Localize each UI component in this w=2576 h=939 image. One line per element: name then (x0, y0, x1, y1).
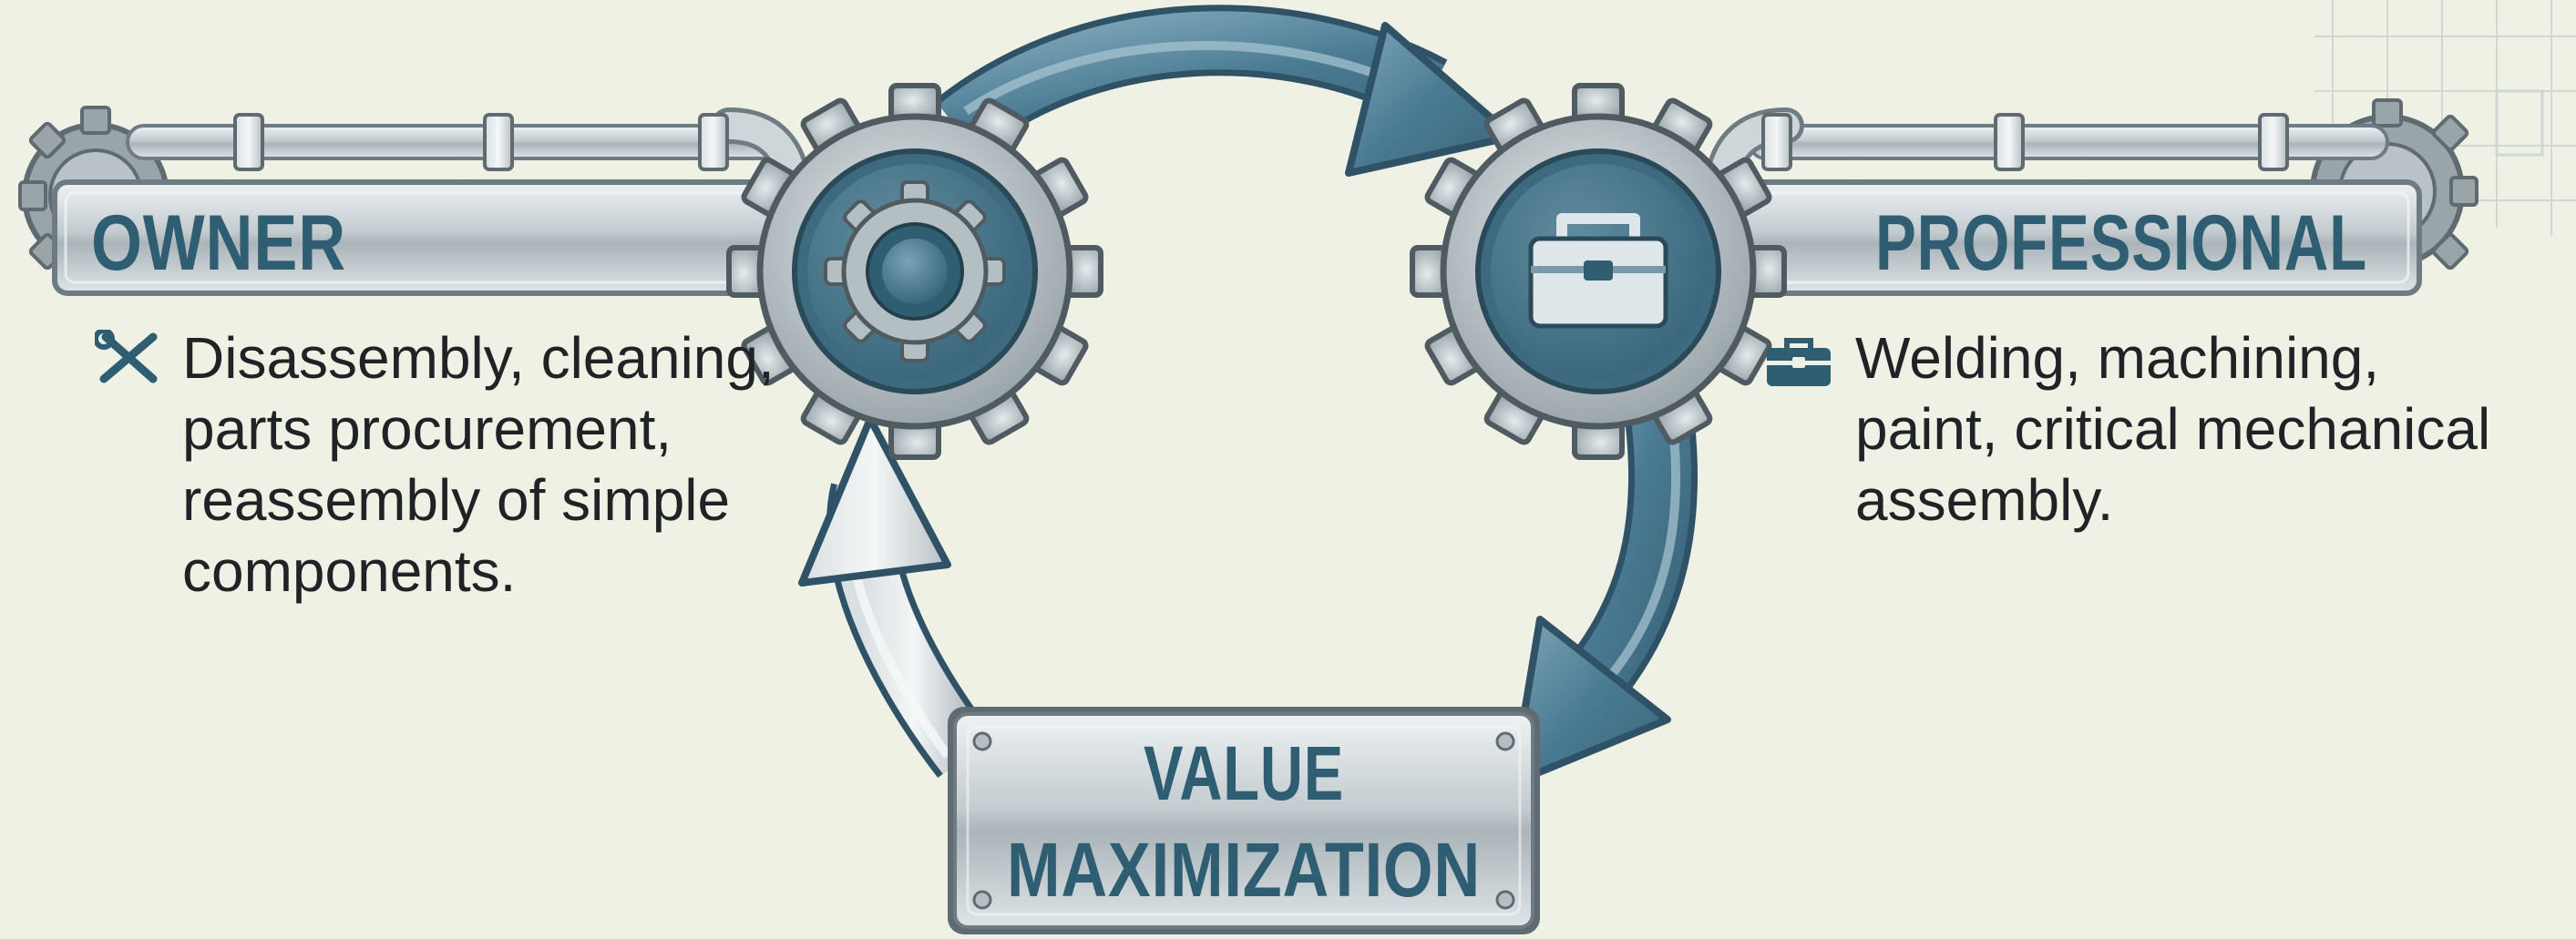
owner-banner: OWNER (18, 106, 811, 296)
gear-icon (824, 180, 1006, 362)
toolbox-bullet-icon (1767, 338, 1831, 386)
professional-gear (1410, 83, 1787, 460)
owner-gear (726, 83, 1103, 460)
toolbox-icon (1528, 213, 1668, 329)
professional-banner: PROFESSIONAL (1704, 98, 2479, 296)
value-maximization-plate: VALUE MAXIMIZATION (948, 707, 1540, 934)
professional-description-line: assembly. (1855, 467, 2114, 533)
owner-description-line: Disassembly, cleaning, (182, 325, 775, 391)
owner-description-line: parts procurement, (182, 396, 672, 462)
arrow-left (798, 415, 994, 778)
owner-description-line: reassembly of simple (182, 467, 731, 533)
owner-description: Disassembly, cleaning, parts procurement… (182, 322, 775, 607)
professional-description: Welding, machining, paint, critical mech… (1855, 322, 2490, 536)
professional-description-line: paint, critical mechanical (1855, 396, 2491, 462)
professional-description-line: Welding, machining, (1855, 325, 2380, 391)
arrow-top (934, 5, 1516, 177)
value-maximization-label-line-1: VALUE (1144, 730, 1344, 816)
cycle-arrows (798, 5, 1699, 787)
owner-description-line: components. (182, 538, 517, 604)
arrow-right (1509, 404, 1699, 787)
wrench-screwdriver-icon (95, 330, 158, 383)
owner-label: OWNER (91, 199, 346, 287)
professional-label: PROFESSIONAL (1875, 199, 2367, 287)
value-maximization-label-line-2: MAXIMIZATION (1007, 827, 1481, 913)
